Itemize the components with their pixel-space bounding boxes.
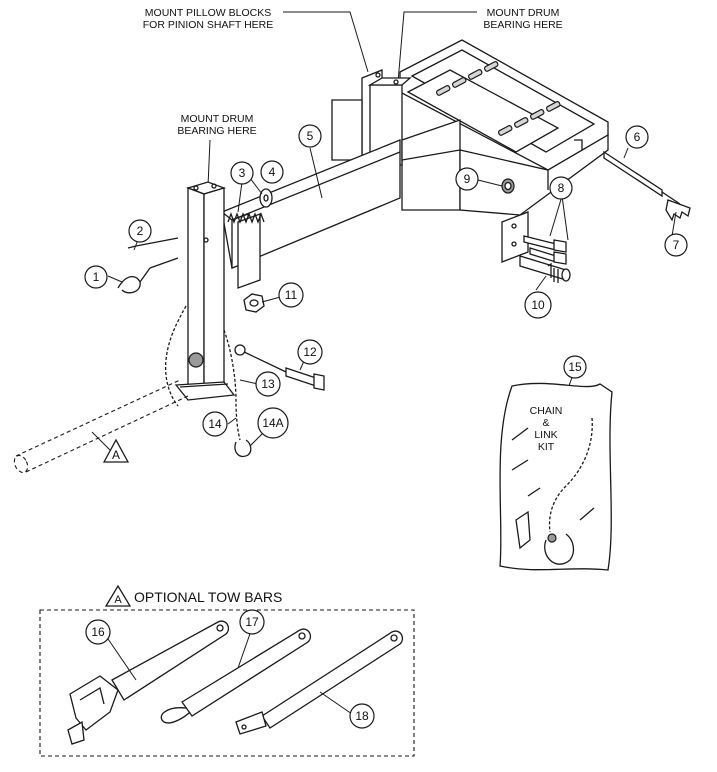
main-beam bbox=[221, 139, 401, 289]
svg-text:A: A bbox=[114, 594, 122, 606]
callout-10: 10 bbox=[524, 291, 552, 319]
svg-text:MOUNT DRUM: MOUNT DRUM bbox=[181, 113, 254, 125]
chain-link-kit: CHAIN & LINK KIT bbox=[499, 382, 613, 571]
callout-9: 9 bbox=[455, 167, 479, 191]
washer bbox=[259, 188, 273, 208]
note-drum-bearing-right: MOUNT DRUM BEARING HERE bbox=[397, 7, 563, 83]
callout-11: 11 bbox=[278, 282, 304, 308]
svg-text:12: 12 bbox=[303, 345, 317, 359]
note-drum-bearing-left: MOUNT DRUM BEARING HERE bbox=[177, 113, 257, 187]
svg-text:5: 5 bbox=[307, 129, 314, 143]
left-upright-post bbox=[174, 181, 236, 401]
optional-section-title: OPTIONAL TOW BARS bbox=[134, 589, 282, 605]
svg-text:10: 10 bbox=[531, 298, 545, 312]
svg-text:3: 3 bbox=[239, 166, 246, 180]
svg-text:17: 17 bbox=[245, 615, 259, 629]
safety-chain-right bbox=[223, 329, 252, 458]
drum-housing bbox=[399, 39, 609, 216]
spring bbox=[227, 212, 265, 224]
svg-text:LINK: LINK bbox=[534, 429, 557, 441]
optional-marker-a: A bbox=[104, 584, 132, 607]
safety-chain-left bbox=[164, 305, 187, 407]
svg-text:13: 13 bbox=[261, 377, 275, 391]
hitch-pin bbox=[117, 257, 179, 294]
svg-text:18: 18 bbox=[355, 709, 369, 723]
svg-text:4: 4 bbox=[269, 165, 276, 179]
callout-8: 8 bbox=[549, 176, 573, 200]
svg-text:MOUNT PILLOW BLOCKS: MOUNT PILLOW BLOCKS bbox=[145, 7, 271, 19]
bolts-8 bbox=[523, 235, 567, 265]
tow-bar-ghost bbox=[13, 379, 189, 474]
svg-text:BEARING HERE: BEARING HERE bbox=[483, 19, 562, 31]
axle-shaft bbox=[519, 255, 571, 283]
tow-bar-17 bbox=[160, 628, 312, 724]
svg-text:9: 9 bbox=[464, 172, 471, 186]
callout-18: 18 bbox=[349, 703, 375, 729]
callout-3: 3 bbox=[230, 161, 254, 185]
svg-text:8: 8 bbox=[558, 181, 565, 195]
reference-marker-a: A bbox=[102, 438, 130, 463]
callout-15: 15 bbox=[563, 355, 587, 379]
tow-bar-18 bbox=[235, 630, 404, 735]
svg-text:BEARING HERE: BEARING HERE bbox=[177, 125, 256, 137]
svg-text:&: & bbox=[542, 417, 549, 429]
callout-6: 6 bbox=[625, 125, 649, 149]
callout-4: 4 bbox=[260, 160, 284, 184]
svg-text:14A: 14A bbox=[262, 416, 283, 430]
callout-16: 16 bbox=[85, 619, 111, 645]
callout-17: 17 bbox=[239, 609, 265, 635]
svg-text:6: 6 bbox=[634, 130, 641, 144]
hex-bolt bbox=[234, 344, 325, 391]
optional-tow-bars-box: A OPTIONAL TOW BARS bbox=[39, 584, 415, 757]
callout-12: 12 bbox=[297, 339, 323, 365]
svg-text:A: A bbox=[112, 448, 120, 462]
svg-text:MOUNT DRUM: MOUNT DRUM bbox=[487, 7, 560, 19]
callout-7: 7 bbox=[664, 233, 688, 257]
svg-text:15: 15 bbox=[568, 360, 582, 374]
svg-text:7: 7 bbox=[673, 238, 680, 252]
tow-bar-16 bbox=[67, 620, 230, 745]
svg-text:1: 1 bbox=[93, 270, 100, 284]
svg-text:11: 11 bbox=[285, 288, 298, 302]
hex-nut bbox=[243, 293, 265, 313]
svg-text:16: 16 bbox=[91, 625, 105, 639]
svg-text:14: 14 bbox=[208, 417, 222, 431]
svg-text:KIT: KIT bbox=[538, 441, 555, 453]
latch bbox=[665, 199, 691, 222]
callout-14: 14 bbox=[202, 411, 228, 437]
bracket bbox=[501, 211, 529, 263]
tow-bar-leaders bbox=[105, 627, 353, 715]
svg-text:FOR PINION SHAFT HERE: FOR PINION SHAFT HERE bbox=[143, 19, 274, 31]
callout-14a: 14A bbox=[257, 407, 289, 439]
note-pillow-blocks: MOUNT PILLOW BLOCKS FOR PINION SHAFT HER… bbox=[143, 7, 369, 73]
flange-nut bbox=[501, 178, 515, 194]
housing-slots bbox=[435, 61, 561, 136]
svg-text:CHAIN: CHAIN bbox=[530, 405, 563, 417]
callout-13: 13 bbox=[255, 371, 281, 397]
svg-text:2: 2 bbox=[137, 224, 144, 238]
callout-2: 2 bbox=[128, 219, 152, 243]
callout-1: 1 bbox=[84, 265, 108, 289]
callout-5: 5 bbox=[298, 124, 322, 148]
handle-rod bbox=[603, 150, 681, 205]
